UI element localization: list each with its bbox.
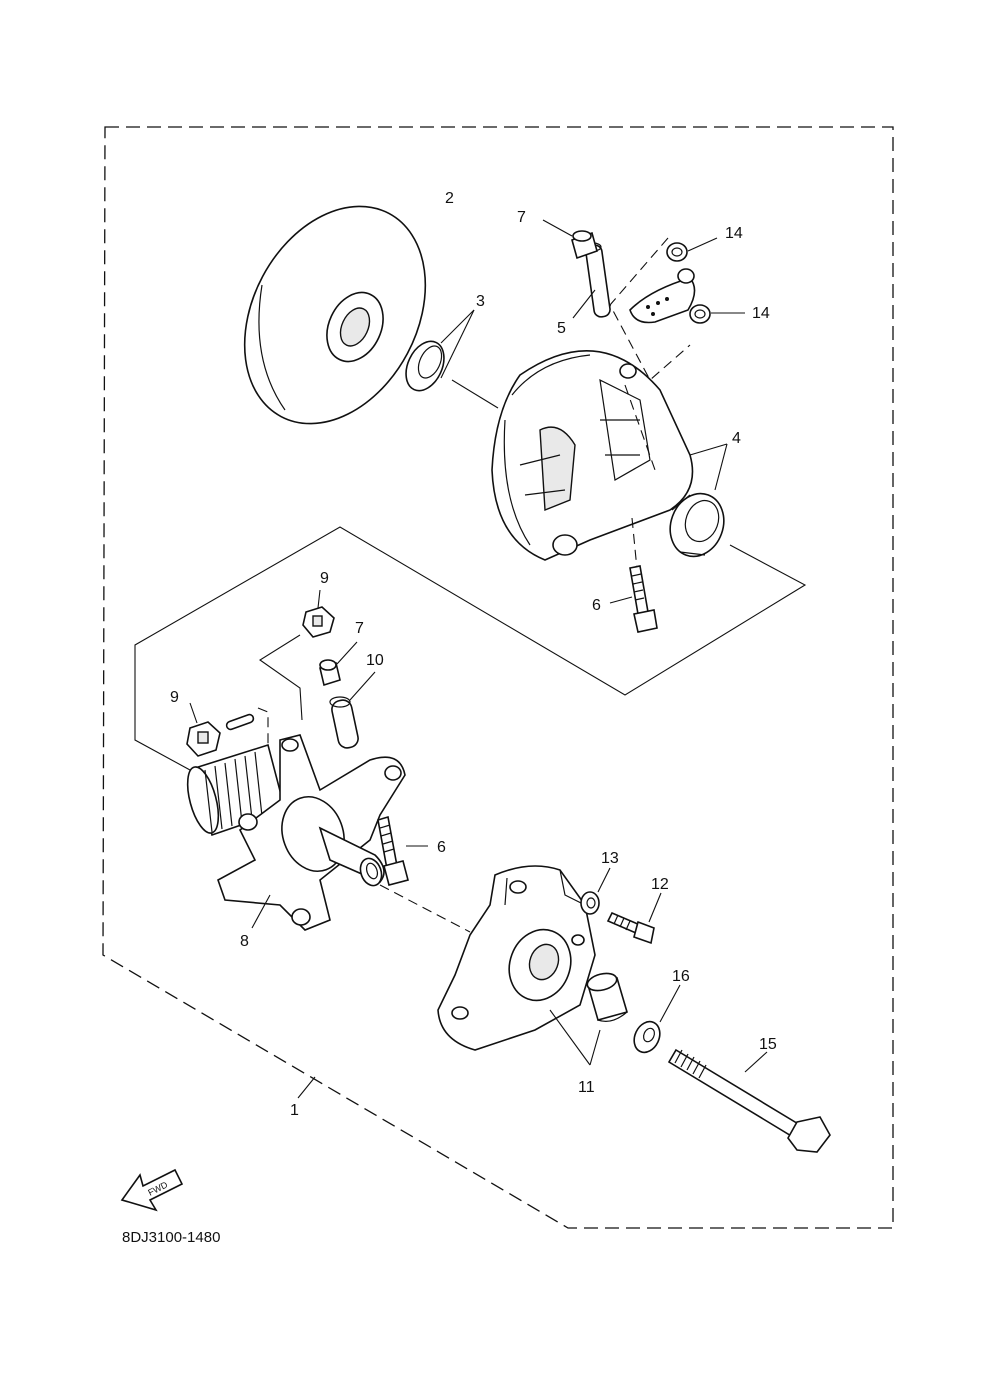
part-7-nut-top <box>542 219 598 260</box>
callout-2: 2 <box>445 190 454 207</box>
part-6-bolt-upper <box>609 565 658 633</box>
part-11-cover <box>437 865 628 1066</box>
fwd-arrow-icon: FWD <box>120 1168 184 1212</box>
callout-14-upper: 14 <box>725 225 743 242</box>
part-8-spider-shaft <box>186 734 406 931</box>
callout-6-lower: 6 <box>437 839 446 856</box>
callout-15: 15 <box>759 1036 777 1053</box>
callout-9-upper: 9 <box>320 570 329 587</box>
part-12-screw <box>606 892 662 945</box>
callout-16: 16 <box>672 968 690 985</box>
callout-8: 8 <box>240 933 249 950</box>
callout-12: 12 <box>651 876 669 893</box>
callout-4: 4 <box>732 430 741 447</box>
callout-1: 1 <box>290 1102 299 1119</box>
drawing-code: 8DJ3100-1480 <box>122 1229 220 1246</box>
callout-5: 5 <box>557 320 566 337</box>
part-9-block-lower <box>186 702 255 757</box>
callout-7-upper: 7 <box>517 209 526 226</box>
callout-10: 10 <box>366 652 384 669</box>
callout-9-lower: 9 <box>170 689 179 706</box>
part-15-long-bolt <box>667 1048 831 1153</box>
part-10-roller-pin <box>329 671 376 749</box>
callout-6-upper: 6 <box>592 597 601 614</box>
assembly-boundary <box>102 126 894 1229</box>
part-2-sheave <box>243 205 427 425</box>
part-7-nut-lower <box>319 641 358 687</box>
part-13-spacer <box>580 867 611 915</box>
callout-3: 3 <box>476 293 485 310</box>
part-4-housing <box>491 350 728 561</box>
part-14-washers-lever <box>629 237 745 324</box>
part-3-collar <box>405 309 475 392</box>
callout-14-lower: 14 <box>752 305 770 322</box>
callout-13: 13 <box>601 850 619 867</box>
callout-7-lower: 7 <box>355 620 364 637</box>
callout-11: 11 <box>578 1079 595 1096</box>
part-16-washer <box>633 984 681 1054</box>
part-9-block-upper <box>302 589 335 638</box>
part-6-bolt-lower <box>377 815 428 886</box>
